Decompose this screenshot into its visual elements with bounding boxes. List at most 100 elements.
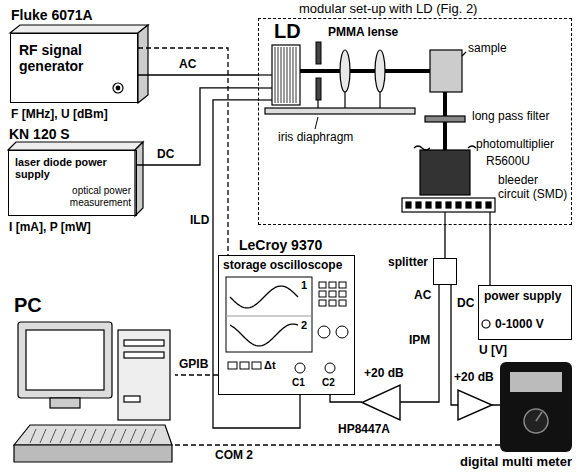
computer-drawing: [60, 429, 66, 443]
input-label: C2: [322, 377, 335, 389]
supply-case: [8, 142, 143, 216]
filter: [425, 116, 465, 122]
part-name: sample: [468, 42, 507, 56]
signal-wire: [444, 225, 445, 258]
multimeter-body: [536, 412, 542, 421]
computer-drawing: [26, 330, 104, 390]
computer-drawing: [50, 429, 56, 443]
photomultiplier-tube: [414, 146, 430, 150]
hv-terminal: [482, 320, 490, 328]
bus-line: [175, 374, 218, 375]
amplifier-outline: [362, 385, 400, 420]
bleeder-board: [489, 212, 490, 225]
iris-diaphragm: [315, 42, 321, 129]
scope-panel: [295, 363, 305, 373]
signal-wire: [400, 285, 439, 402]
computer-drawing: [90, 429, 96, 443]
input-label: C1: [292, 377, 305, 389]
sample-holder: [462, 52, 466, 56]
bleeder-board: [444, 212, 445, 225]
multimeter: digital multi meter: [500, 362, 572, 452]
laser-diode: [258, 74, 272, 75]
laser-diode: [293, 47, 294, 103]
multimeter-body: [510, 372, 562, 392]
scope-panel: [252, 362, 261, 369]
computer-drawing: [110, 429, 116, 443]
scope-panel: [329, 282, 336, 288]
splitter-box: splitter: [433, 258, 457, 285]
scope-panel: [318, 326, 330, 338]
signal-label: ILD: [189, 214, 210, 228]
bleeder-board: [476, 202, 481, 208]
sample-holder: [430, 50, 466, 92]
bus-line: [138, 48, 228, 255]
computer-drawing: [124, 340, 164, 346]
optical-rail: [265, 92, 415, 114]
computer-drawing: [40, 429, 46, 443]
node-title: PC: [14, 294, 42, 317]
channel-number: 2: [301, 319, 307, 332]
iris-diaphragm: [316, 42, 321, 64]
part-name: long pass filter: [472, 110, 549, 124]
bleeder-board: [456, 202, 461, 208]
part-name: bleeder circuit (SMD): [498, 174, 568, 202]
computer-drawing: [50, 398, 80, 408]
bleeder-board: [416, 202, 421, 208]
laser-diode: [258, 99, 272, 100]
multimeter-body: [500, 362, 572, 452]
node-text: optical power measurement: [49, 185, 131, 208]
scope-panel: [240, 362, 249, 369]
signal-wire: [489, 225, 490, 285]
signal-label: AC: [413, 289, 432, 303]
scope-panel: [339, 282, 346, 288]
node-text: RF signal generator: [19, 42, 119, 74]
laser-diode: [290, 47, 291, 103]
computer-drawing: [124, 352, 164, 358]
laser-diode: [258, 45, 300, 105]
scope-panel: [226, 277, 348, 373]
supply-case: [8, 142, 143, 150]
channel-number: 1: [301, 279, 307, 292]
scope-panel: [230, 286, 298, 346]
laser-diode: [296, 47, 297, 103]
lens: [375, 50, 385, 92]
scope-panel: [319, 291, 326, 297]
generator-case: [10, 25, 148, 103]
scope-panel: [228, 362, 237, 369]
signal-label: IPM: [408, 334, 431, 348]
node-title: Fluke 6071A: [11, 7, 93, 23]
signal-generator-box: Fluke 6071ARF signal generatorF [MHz], U…: [10, 33, 138, 103]
scope-panel: [319, 282, 346, 306]
bleeder-board: [402, 198, 495, 225]
scope-panel: [319, 300, 326, 306]
computer-drawing: [30, 429, 156, 443]
computer-drawing: [80, 429, 86, 443]
scope-panel: [339, 300, 346, 306]
optical-rail: [379, 92, 380, 108]
hv-terminal: [482, 320, 490, 328]
laser-diode: [272, 45, 300, 105]
photomultiplier-tube: [414, 146, 476, 195]
node-title: power supply: [484, 290, 561, 304]
signal-wire: [330, 395, 362, 402]
bleeder-board: [402, 198, 495, 212]
amplifier-symbol: [458, 390, 492, 420]
amplifier-symbol: [362, 385, 400, 420]
iris-diaphragm: [315, 117, 318, 129]
bleeder-board: [406, 202, 491, 208]
bleeder-board: [436, 202, 441, 208]
amplifier-outline: [458, 390, 492, 420]
bleeder-board: [446, 202, 451, 208]
node-text: laser diode power supply: [15, 156, 133, 181]
scope-panel: [339, 291, 346, 297]
scope-panel: [230, 286, 298, 308]
scope-panel: [329, 291, 336, 297]
optical-rail: [317, 100, 318, 108]
bleeder-board: [426, 202, 431, 208]
computer-drawing: [120, 429, 126, 443]
signal-label: DC: [156, 148, 175, 162]
node-text: U [V]: [479, 344, 507, 358]
part-name: PMMA lense: [328, 26, 398, 40]
computer-drawing: [124, 396, 140, 402]
photomultiplier-tube: [468, 146, 476, 148]
